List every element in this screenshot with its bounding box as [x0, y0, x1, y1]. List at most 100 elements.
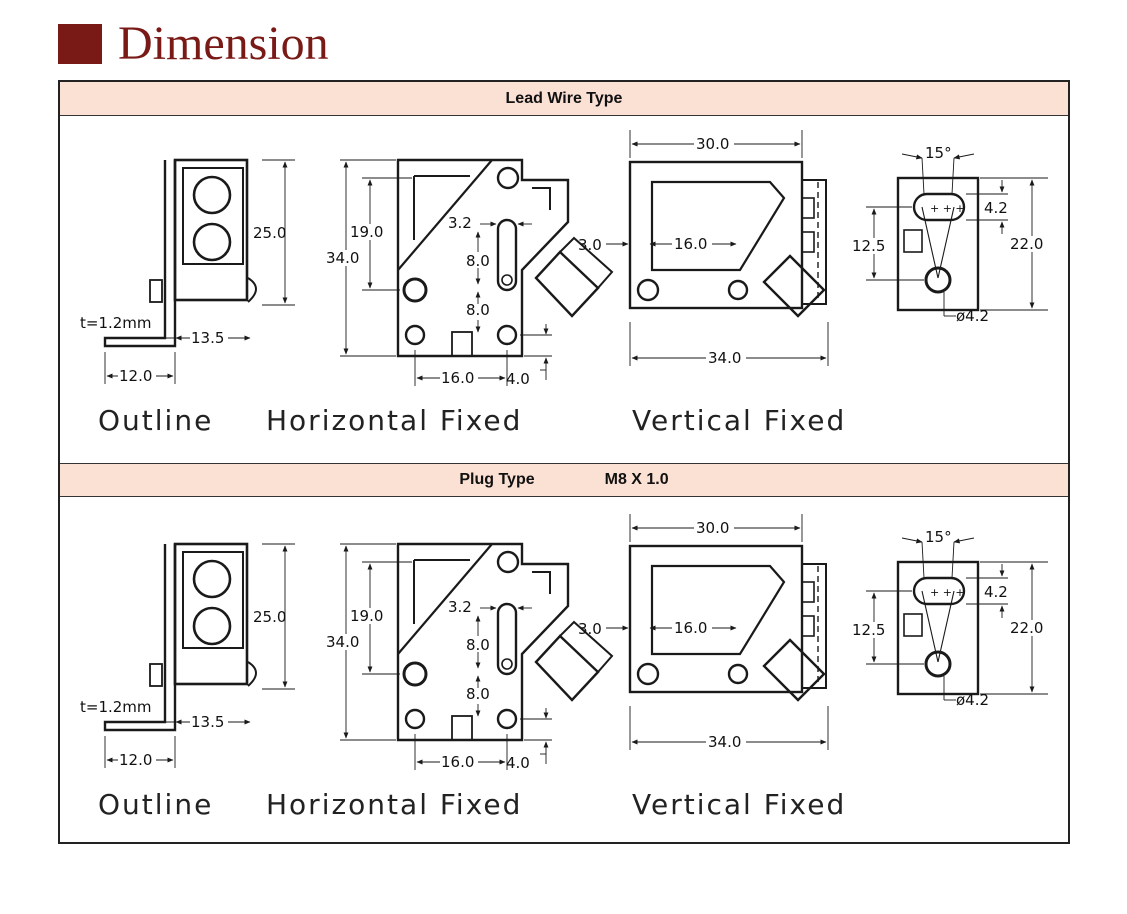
section-drawing-lead-wire: 25.0 t=1.2mm 13.5 12.0	[80, 130, 1054, 437]
horizontal-fixed-view: 34.0 19.0 3.2 8.0 8.0 16.0	[326, 542, 614, 772]
mount-hole-bottom-left-icon	[404, 708, 426, 730]
v-hole-spacing-label: 16.0	[674, 619, 707, 637]
v-mount-hole-right-icon	[727, 663, 749, 685]
sensor-body	[173, 158, 249, 302]
h-hole-spacing-label: 16.0	[441, 753, 474, 771]
vertical-body	[628, 544, 804, 694]
end-hole-offset-label: 12.5	[852, 237, 885, 255]
vertical-window	[650, 564, 786, 656]
caption-outline: Outline	[98, 404, 213, 437]
v-cable-gland-icon	[762, 638, 826, 702]
mount-hole-bottom-right-icon	[496, 708, 518, 730]
end-total-height-label: 22.0	[1010, 619, 1043, 637]
end-angle-label: 15°	[925, 528, 952, 546]
window-edge	[413, 175, 470, 240]
page-header: Dimension	[58, 16, 329, 72]
base-width-label: 12.0	[119, 751, 152, 769]
end-hole-offset-label: 12.5	[852, 621, 885, 639]
svg-text:+ + +: + + +	[930, 202, 965, 215]
bracket-width-label: 13.5	[191, 329, 224, 347]
vertical-fixed-view: 30.0 3.0 16.0 34.0	[578, 514, 829, 751]
horizontal-body	[396, 158, 570, 358]
mount-hole-top-icon	[496, 166, 520, 190]
h-edge-offset-label: 4.0	[506, 754, 530, 772]
sensor-body	[173, 542, 249, 686]
section-title: Lead Wire Type	[505, 89, 623, 107]
mount-hole-top-icon	[496, 550, 520, 574]
vertical-fixed-view: 30.0 3.0 16.0 34.0	[578, 130, 829, 367]
outline-view: 25.0 t=1.2mm 13.5 12.0	[80, 542, 295, 769]
horizontal-body	[396, 542, 570, 742]
section-title: Plug Type	[459, 471, 535, 488]
v-offset-label: 3.0	[578, 236, 602, 254]
mounting-bracket	[103, 544, 177, 732]
section-header-lead-wire: Lead Wire Type	[60, 82, 1068, 116]
caption-horizontal: Horizontal Fixed	[266, 404, 522, 437]
svg-text:+ + +: + + +	[930, 586, 965, 599]
mount-hole-left-icon	[402, 661, 428, 687]
v-cable-gland-icon	[762, 254, 826, 318]
vertical-window	[650, 180, 786, 272]
end-view: + + + 15° 4.2 12.5 22.0	[852, 144, 1054, 325]
end-angle-label: 15°	[925, 144, 952, 162]
cable-clip-icon	[247, 277, 257, 303]
thickness-label: t=1.2mm	[80, 314, 152, 332]
cable-gland-icon	[534, 634, 600, 702]
v-bottom-width-label: 34.0	[708, 349, 741, 367]
thickness-label: t=1.2mm	[80, 698, 152, 716]
v-bottom-width-label: 34.0	[708, 733, 741, 751]
h-slot-length-label: 8.0	[466, 636, 490, 654]
h-total-height-label: 34.0	[326, 633, 359, 651]
end-view: + + + 15° 4.2 12.5 22.0	[852, 528, 1054, 709]
bracket-screw-icon	[149, 279, 163, 303]
mount-hole-bottom-right-icon	[496, 324, 518, 346]
h-slot-width-label: 3.2	[448, 598, 472, 616]
end-slot-icon	[912, 192, 966, 222]
lens-emitter-icon	[192, 175, 232, 215]
section-thread-spec: M8 X 1.0	[604, 471, 669, 488]
end-hole-dia-label: ø4.2	[956, 307, 989, 325]
h-hole-spacing-label: 16.0	[441, 369, 474, 387]
mounting-bracket	[103, 160, 177, 348]
lens-window	[182, 167, 244, 265]
window-edge	[413, 559, 470, 624]
v-mount-hole-right-icon	[727, 279, 749, 301]
horizontal-fixed-view: 34.0 19.0 3.2 8.0 8.0 16.0	[326, 158, 614, 388]
lens-emitter-icon	[192, 559, 232, 599]
caption-vertical: Vertical Fixed	[632, 404, 846, 437]
lens-receiver-icon	[192, 606, 232, 646]
bracket-width-label: 13.5	[191, 713, 224, 731]
bracket-screw-icon	[149, 663, 163, 687]
end-total-height-label: 22.0	[1010, 235, 1043, 253]
v-offset-label: 3.0	[578, 620, 602, 638]
mount-slot-icon	[496, 218, 518, 292]
h-slot-width-label: 3.2	[448, 214, 472, 232]
v-mount-hole-left-icon	[636, 278, 660, 302]
h-slot-length-label: 8.0	[466, 252, 490, 270]
mount-hole-left-icon	[402, 277, 428, 303]
h-hole-pitch-label: 8.0	[466, 301, 490, 319]
lens-window	[182, 551, 244, 649]
page-title: Dimension	[118, 17, 329, 70]
vertical-body	[628, 160, 804, 310]
end-hole-icon	[924, 650, 952, 678]
mount-hole-bottom-left-icon	[404, 324, 426, 346]
h-upper-height-label: 19.0	[350, 223, 383, 241]
end-slot-width-label: 4.2	[984, 583, 1008, 601]
outline-height-label: 25.0	[253, 608, 286, 626]
cable-gland-icon	[534, 250, 600, 318]
v-top-width-label: 30.0	[696, 135, 729, 153]
h-hole-pitch-label: 8.0	[466, 685, 490, 703]
title-square-icon	[58, 24, 102, 64]
dimension-frame: Lead Wire Type Plug Type M8 X 1.0	[58, 80, 1070, 844]
end-hole-icon	[924, 266, 952, 294]
v-mount-hole-left-icon	[636, 662, 660, 686]
end-hole-dia-label: ø4.2	[956, 691, 989, 709]
end-slot-width-label: 4.2	[984, 199, 1008, 217]
mount-slot-icon	[496, 602, 518, 676]
section-header-plug: Plug Type M8 X 1.0	[60, 463, 1068, 497]
h-upper-height-label: 19.0	[350, 607, 383, 625]
cable-clip-icon	[247, 661, 257, 687]
v-top-width-label: 30.0	[696, 519, 729, 537]
v-hole-spacing-label: 16.0	[674, 235, 707, 253]
